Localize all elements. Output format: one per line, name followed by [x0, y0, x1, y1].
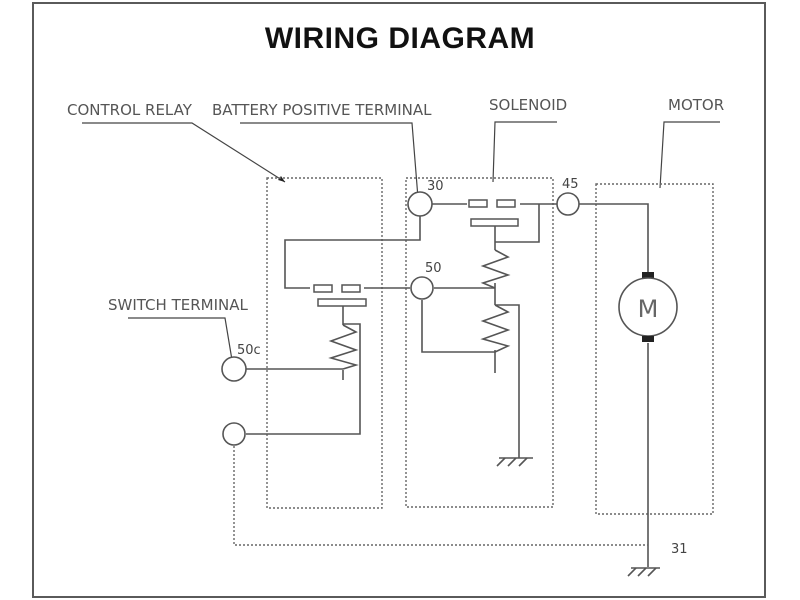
terminal-switch-ground [222, 422, 246, 446]
motor-icon: M [618, 272, 678, 342]
leader-switch-terminal [128, 317, 235, 373]
solenoid-hold-in-coil-icon [480, 304, 511, 353]
relay-coil-icon [328, 324, 359, 370]
solenoid-pull-in-coil-icon [480, 249, 511, 289]
terminal-50c [221, 356, 247, 382]
label-switch-terminal: SWITCH TERMINAL [108, 296, 248, 314]
terminal-30-label: 30 [427, 179, 444, 194]
solenoid-contacts [468, 199, 519, 227]
leader-solenoid [492, 121, 557, 183]
terminal-45-label: 45 [562, 177, 579, 192]
diagram-frame [32, 2, 766, 596]
label-battery-positive-terminal: BATTERY POSITIVE TERMINAL [212, 101, 432, 119]
motor-box [595, 183, 714, 515]
terminal-50c-label: 50c [237, 343, 261, 358]
terminal-30 [407, 191, 433, 217]
ground-return-wire [233, 446, 648, 546]
label-motor: MOTOR [668, 96, 724, 114]
solenoid-box [405, 177, 554, 508]
diagram-title: WIRING DIAGRAM [264, 22, 536, 55]
solenoid-ground-icon [496, 457, 533, 467]
control-relay-box [266, 177, 383, 509]
terminal-31-label: 31 [671, 542, 688, 557]
leader-motor [659, 121, 720, 189]
relay-contacts [313, 284, 367, 307]
leader-control-relay [82, 122, 286, 183]
diagram-frame-bottom [32, 596, 766, 598]
terminal-50-label: 50 [425, 261, 442, 276]
terminal-45 [556, 192, 580, 216]
terminal-50 [410, 276, 434, 300]
wires [246, 203, 649, 567]
motor-symbol: M [638, 295, 659, 323]
label-solenoid: SOLENOID [489, 96, 567, 114]
label-control-relay: CONTROL RELAY [67, 101, 193, 119]
motor-ground-icon [627, 567, 660, 577]
